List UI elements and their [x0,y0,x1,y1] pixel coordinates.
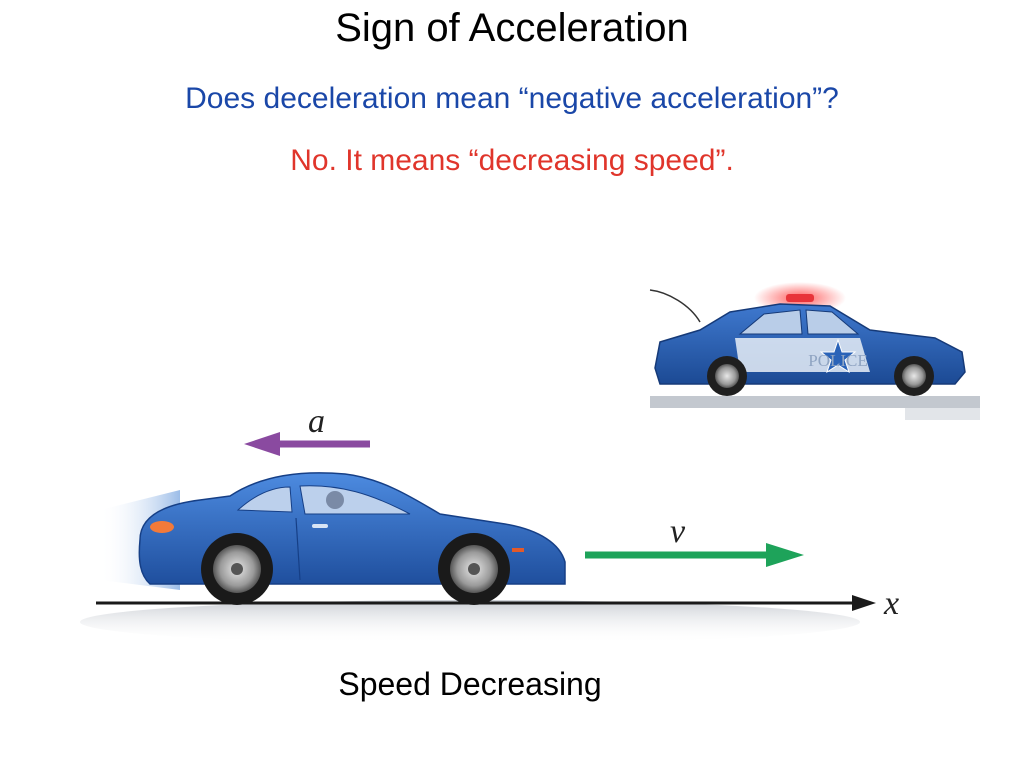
police-car-road-shade [905,408,980,420]
x-axis-arrowhead [852,595,876,611]
road-shadow [80,600,860,644]
police-front-wheel [894,356,934,396]
police-car-window [738,309,803,335]
sports-car [100,472,566,605]
velocity-arrow [585,543,804,567]
light-bar [786,294,814,302]
police-car: POLICE [649,282,980,420]
door-handle [312,524,328,528]
police-text: POLICE [808,351,868,370]
answer-text: No. It means “decreasing speed”. [290,144,734,177]
acceleration-label: a [308,403,325,440]
acceleration-arrow [244,432,370,456]
sports-car-front-wheel [438,533,510,605]
door-line [295,517,301,581]
police-rear-wheel [707,356,747,396]
x-axis-label: x [883,585,899,622]
police-car-window-rear [805,309,860,335]
driver [326,491,344,509]
sports-car-window-rear [236,486,293,513]
antenna [649,289,701,323]
sports-car-rear-wheel [201,533,273,605]
question-text: Does deceleration mean “negative acceler… [185,82,839,115]
police-car-road [650,396,980,408]
caption-speed-decreasing: Speed Decreasing [338,666,602,702]
velocity-label: v [670,513,686,550]
slide-title: Sign of Acceleration [335,6,689,50]
sports-car-window-front [299,485,411,515]
rear-light [150,521,174,533]
police-star-icon [819,338,857,374]
side-marker [512,548,524,552]
